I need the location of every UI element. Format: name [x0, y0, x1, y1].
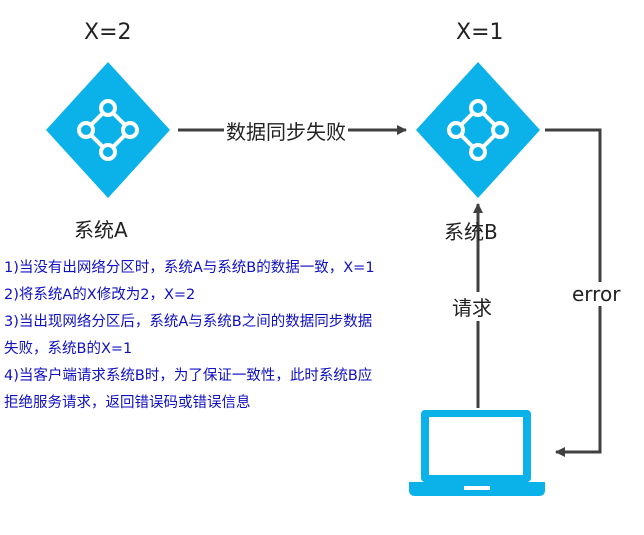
system-b-node: [416, 62, 540, 198]
explanation-notes: 1)当没有出网络分区时，系统A与系统B的数据一致，X=1 2)将系统A的X修改为…: [4, 255, 414, 417]
system-b-value-label: X=1: [456, 20, 504, 45]
system-a-value-label: X=2: [84, 20, 132, 45]
note-line: 1)当没有出网络分区时，系统A与系统B的数据一致，X=1: [4, 260, 375, 276]
request-label: 请求: [450, 292, 494, 321]
system-a-label: 系统A: [74, 218, 128, 242]
system-a-node: [46, 62, 170, 198]
note-line: 拒绝服务请求，返回错误码或错误信息: [4, 395, 251, 411]
system-b-label: 系统B: [444, 220, 498, 244]
note-line: 3)当出现网络分区后，系统A与系统B之间的数据同步数据: [4, 314, 373, 330]
note-line: 失败，系统B的X=1: [4, 341, 133, 357]
network-node-icon: [77, 99, 139, 161]
note-line: 4)当客户端请求系统B时，为了保证一致性，此时系统B应: [4, 368, 373, 384]
laptop-icon: [409, 410, 545, 496]
sync-failed-label: 数据同步失败: [224, 116, 348, 145]
error-label: error: [570, 282, 623, 306]
network-node-icon: [447, 99, 509, 161]
note-line: 2)将系统A的X修改为2，X=2: [4, 287, 196, 303]
